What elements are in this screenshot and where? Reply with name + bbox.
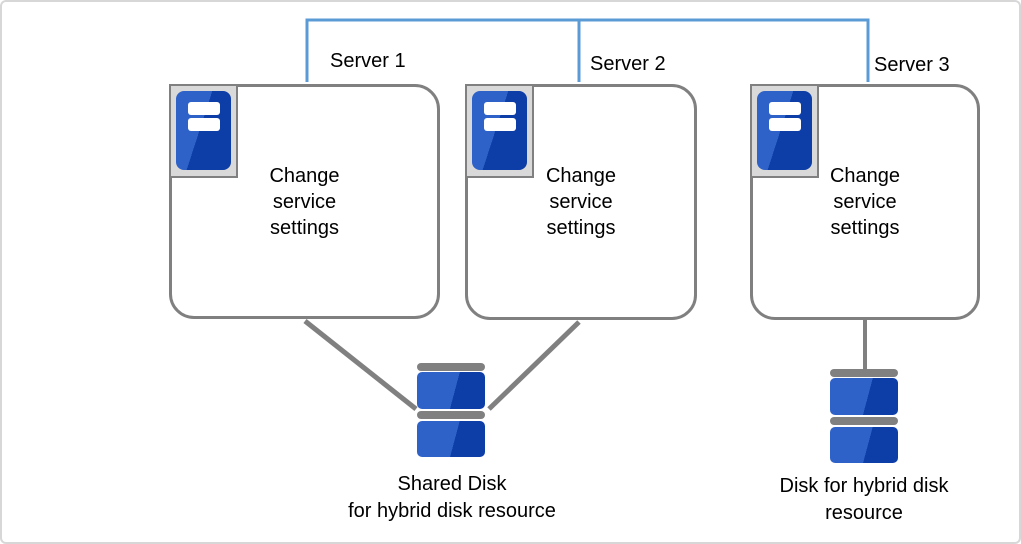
server-slot — [484, 102, 516, 115]
hybrid-disk-label-line2: resource — [825, 502, 903, 524]
shared-disk-label: Shared Disk for hybrid disk resource — [322, 471, 582, 525]
server2-shared-disk-line — [487, 320, 581, 411]
disk-bar — [830, 369, 898, 377]
server-icon — [750, 84, 819, 178]
server-slot — [484, 118, 516, 131]
server-slot — [188, 118, 220, 131]
disk-bar — [417, 363, 485, 371]
interconnect-network-line — [305, 18, 870, 82]
server-slot — [769, 102, 801, 115]
disk-bar — [830, 417, 898, 425]
disk-platter — [417, 372, 485, 409]
hybrid-disk-label: Disk for hybrid disk resource — [734, 473, 994, 527]
server-3-action-text: Change service settings — [829, 165, 901, 239]
server-slot — [769, 118, 801, 131]
shared-disk-label-line1: Shared Disk — [397, 473, 507, 495]
server-slot — [188, 102, 220, 115]
server-icon — [169, 84, 238, 178]
shared-disk-icon — [417, 363, 485, 457]
server-1-action-text: Change service settings — [269, 164, 340, 239]
hybrid-disk-label-line1: Disk for hybrid disk — [779, 475, 949, 497]
disk-platter — [830, 427, 898, 463]
server-icon — [465, 84, 534, 178]
disk-platter — [417, 421, 485, 457]
hybrid-disk-icon — [830, 369, 898, 463]
server1-shared-disk-line — [303, 319, 418, 411]
server-3-label: Server 3 — [874, 54, 950, 76]
disk-platter — [830, 378, 898, 415]
server-1-label: Server 1 — [330, 50, 406, 72]
shared-disk-label-line2: for hybrid disk resource — [348, 500, 556, 522]
disk-bar — [417, 411, 485, 419]
server-tower-shape — [176, 91, 231, 170]
server-2-action-text: Change service settings — [545, 165, 617, 239]
server-2-label: Server 2 — [590, 53, 666, 75]
server-tower-shape — [472, 91, 527, 170]
server-tower-shape — [757, 91, 812, 170]
